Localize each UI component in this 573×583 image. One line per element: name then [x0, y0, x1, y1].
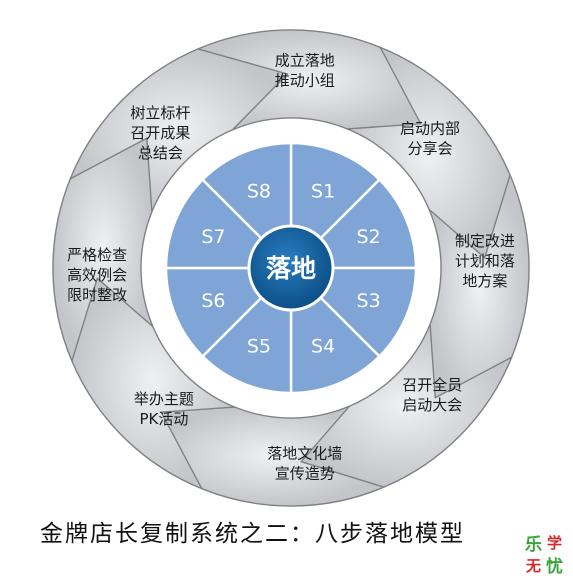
segment-label-s4: S4 — [311, 336, 335, 358]
segment-label-s2: S2 — [357, 226, 381, 248]
step-text-line: 宣传造势 — [275, 465, 335, 483]
segment-label-s3: S3 — [357, 290, 381, 312]
step-text-s2: 启动内部分享会 — [400, 119, 460, 157]
step-text-s5: 落地文化墙宣传造势 — [267, 445, 342, 483]
logo-char-3: 无 — [525, 557, 541, 575]
step-text-line: 分享会 — [407, 139, 452, 157]
step-text-line: 严格检查 — [67, 246, 127, 264]
step-text-s8: 树立标杆召开成果总结会 — [130, 104, 190, 162]
step-arrow-s4 — [293, 323, 513, 488]
step-arrow-s6 — [71, 270, 236, 490]
step-text-line: 高效例会 — [67, 266, 127, 284]
segment-label-s7: S7 — [201, 226, 225, 248]
step-arrow-s5 — [155, 405, 385, 507]
diagram-caption: 金牌店长复制系统之二：八步落地模型 — [40, 521, 465, 547]
step-text-line: 制定改进 — [455, 232, 515, 250]
step-text-line: 计划和落 — [455, 252, 515, 270]
step-text-line: 启动大会 — [402, 396, 462, 414]
brand-logo: 乐 学 无 忧 — [523, 531, 569, 575]
logo-char-2: 学 — [547, 534, 562, 552]
step-text-line: 举办主题 — [134, 390, 194, 408]
step-arrow-s7 — [52, 132, 154, 362]
logo-char-1: 乐 — [525, 535, 542, 555]
segment-label-s6: S6 — [201, 290, 225, 312]
step-text-line: 地方案 — [462, 272, 507, 290]
step-text-s6: 举办主题 PK活动 — [134, 390, 194, 428]
center-hub-label: 落地 — [266, 254, 316, 283]
step-segment-wheel — [164, 141, 418, 395]
step-arrow-s8 — [69, 48, 289, 213]
step-text-s4: 召开全员启动大会 — [402, 376, 462, 414]
step-text-line: 启动内部 — [400, 119, 460, 137]
step-arrow-s2 — [346, 46, 511, 266]
center-hub — [247, 224, 335, 312]
segment-label-s1: S1 — [311, 180, 335, 202]
step-text-line: 限时整改 — [67, 286, 127, 304]
step-text-line: 召开全员 — [402, 376, 462, 394]
segment-label-s5: S5 — [247, 336, 271, 358]
step-text-s7: 严格检查高效例会限时整改 — [67, 246, 127, 304]
step-text-line: 召开成果 — [130, 124, 190, 142]
step-text-line: 推动小组 — [275, 72, 335, 90]
step-text-line: 总结会 — [138, 144, 183, 162]
step-text-line: PK活动 — [139, 410, 188, 428]
step-arrow-ring — [52, 29, 530, 507]
step-arrow-s3 — [428, 174, 530, 404]
step-text-line: 成立落地 — [275, 52, 335, 70]
step-text-s1: 成立落地推动小组 — [275, 52, 335, 90]
segment-label-s8: S8 — [247, 180, 271, 202]
step-text-s3: 制定改进计划和落地方案 — [455, 232, 515, 290]
step-text-line: 树立标杆 — [130, 104, 190, 122]
step-text-line: 落地文化墙 — [267, 445, 342, 463]
logo-char-4: 忧 — [546, 556, 563, 575]
